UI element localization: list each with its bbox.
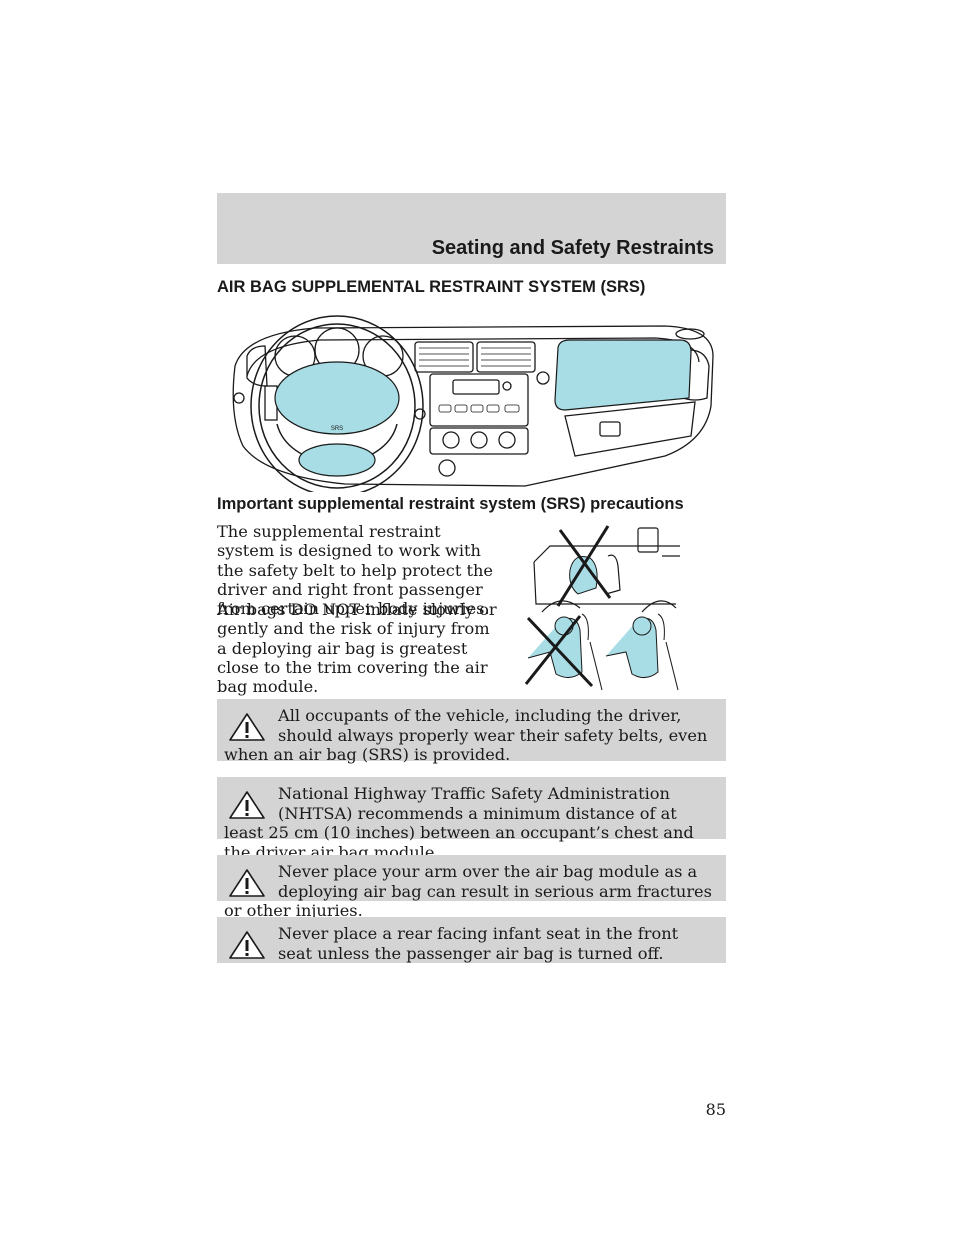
dashboard-airbag-illustration: SRS bbox=[232, 315, 714, 492]
infant-seat-illustration bbox=[533, 525, 680, 613]
warning-text-4: Never place a rear facing infant seat in… bbox=[278, 924, 679, 963]
warning-box-1: All occupants of the vehicle, including … bbox=[217, 699, 726, 764]
paragraph-1: The supplemental restraint system is des… bbox=[217, 522, 493, 619]
warning-box-2: National Highway Traffic Safety Administ… bbox=[217, 777, 726, 862]
paragraph-2: Air bags DO NOT inflate slowly or gently… bbox=[217, 600, 497, 697]
warning-triangle-icon bbox=[229, 713, 265, 741]
warning-text-1: All occupants of the vehicle, including … bbox=[224, 706, 708, 764]
warning-box-3: Never place your arm over the air bag mo… bbox=[217, 855, 726, 920]
warning-triangle-icon bbox=[229, 931, 265, 959]
warning-text-2: National Highway Traffic Safety Administ… bbox=[224, 784, 694, 862]
warning-triangle-icon bbox=[229, 791, 265, 819]
page-number: 85 bbox=[705, 1100, 726, 1119]
srs-label: SRS bbox=[331, 426, 343, 432]
warning-triangle-icon bbox=[229, 869, 265, 897]
page-header-title: Seating and Safety Restraints bbox=[431, 237, 714, 259]
warning-box-4: Never place a rear facing infant seat in… bbox=[217, 917, 726, 963]
occupant-position-illustration bbox=[524, 613, 679, 691]
subsection-title: Important supplemental restraint system … bbox=[217, 495, 684, 513]
warning-text-3: Never place your arm over the air bag mo… bbox=[224, 862, 712, 920]
section-title: AIR BAG SUPPLEMENTAL RESTRAINT SYSTEM (S… bbox=[217, 278, 646, 296]
header-band: Seating and Safety Restraints bbox=[217, 193, 726, 264]
